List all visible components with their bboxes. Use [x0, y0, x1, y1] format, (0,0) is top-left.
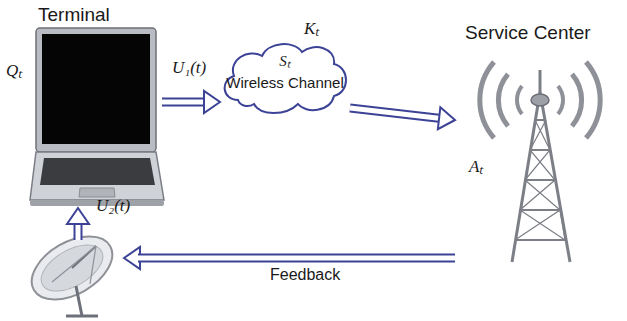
- symbol-label: Kₜ: [304, 16, 319, 39]
- node-text: Terminal: [38, 4, 110, 26]
- edge-label: U₁(t): [170, 58, 208, 78]
- node-text: Wireless Channel: [220, 74, 350, 91]
- node-text: Service Center: [465, 22, 591, 44]
- diagram-node: Service CenterAₜ: [455, 20, 623, 270]
- radio-tower: [480, 62, 600, 262]
- edge-label: Feedback: [268, 266, 342, 284]
- diagram-node: SₜWireless Channel: [220, 38, 350, 116]
- hollow-arrow: [67, 208, 455, 269]
- node-text: Aₜ: [469, 154, 483, 177]
- laptop-illustration: [30, 28, 164, 206]
- diagram-node: TerminalQₜ: [2, 2, 162, 208]
- satellite-dish: [21, 223, 123, 316]
- node-text: Sₜ: [220, 50, 350, 70]
- symbol-label: U₂(t): [96, 196, 130, 216]
- node-text: Qₜ: [6, 58, 22, 81]
- hollow-arrow: [162, 91, 220, 113]
- hollow-arrow: [350, 107, 455, 129]
